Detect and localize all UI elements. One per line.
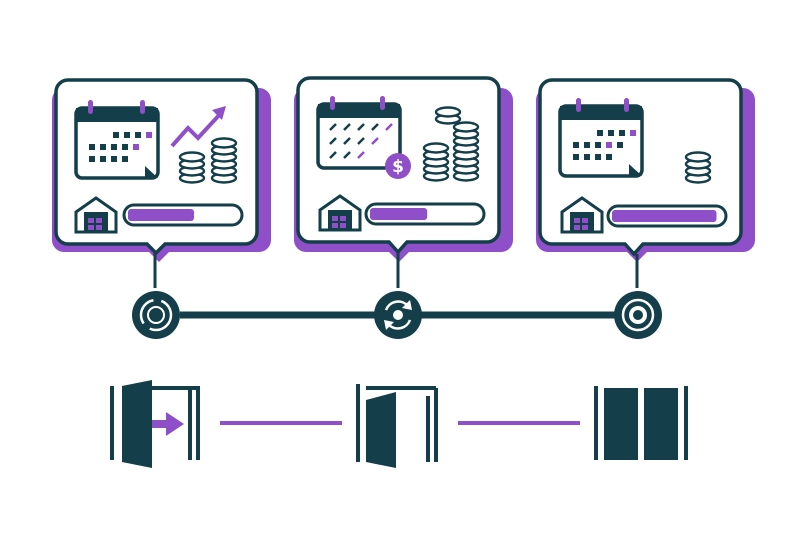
- capacity-fill: [370, 208, 428, 220]
- calendar-icon: [558, 98, 644, 178]
- cycle-node-icon: [374, 291, 422, 339]
- warehouse-icon: [560, 196, 604, 234]
- dollar-coin-icon: $: [385, 153, 411, 179]
- door-entering-icon: [110, 380, 200, 468]
- ring-node-icon: [132, 291, 180, 339]
- svg-text:$: $: [392, 157, 404, 177]
- calendar-crossed-days-icon: [316, 96, 402, 170]
- ring-node-icon: [614, 291, 662, 339]
- capacity-bar: [364, 202, 486, 226]
- warehouse-icon: [318, 194, 362, 232]
- capacity-fill: [612, 210, 717, 222]
- stage-3-panel: [536, 78, 755, 288]
- capacity-bar: [122, 203, 244, 227]
- door-row: [110, 380, 688, 468]
- trend-up-arrow-icon: [170, 106, 226, 148]
- door-closed-icon: [594, 386, 688, 460]
- stage-2-panel: $: [294, 76, 513, 288]
- single-coin-stack-icon: [684, 151, 712, 184]
- capacity-bar: [606, 204, 728, 228]
- calendar-icon: [74, 100, 160, 180]
- warehouse-icon: [74, 196, 118, 234]
- timeline: [132, 291, 662, 339]
- stage-1-panel: [52, 78, 271, 288]
- capacity-fill: [128, 209, 194, 221]
- door-open-icon: [356, 384, 438, 468]
